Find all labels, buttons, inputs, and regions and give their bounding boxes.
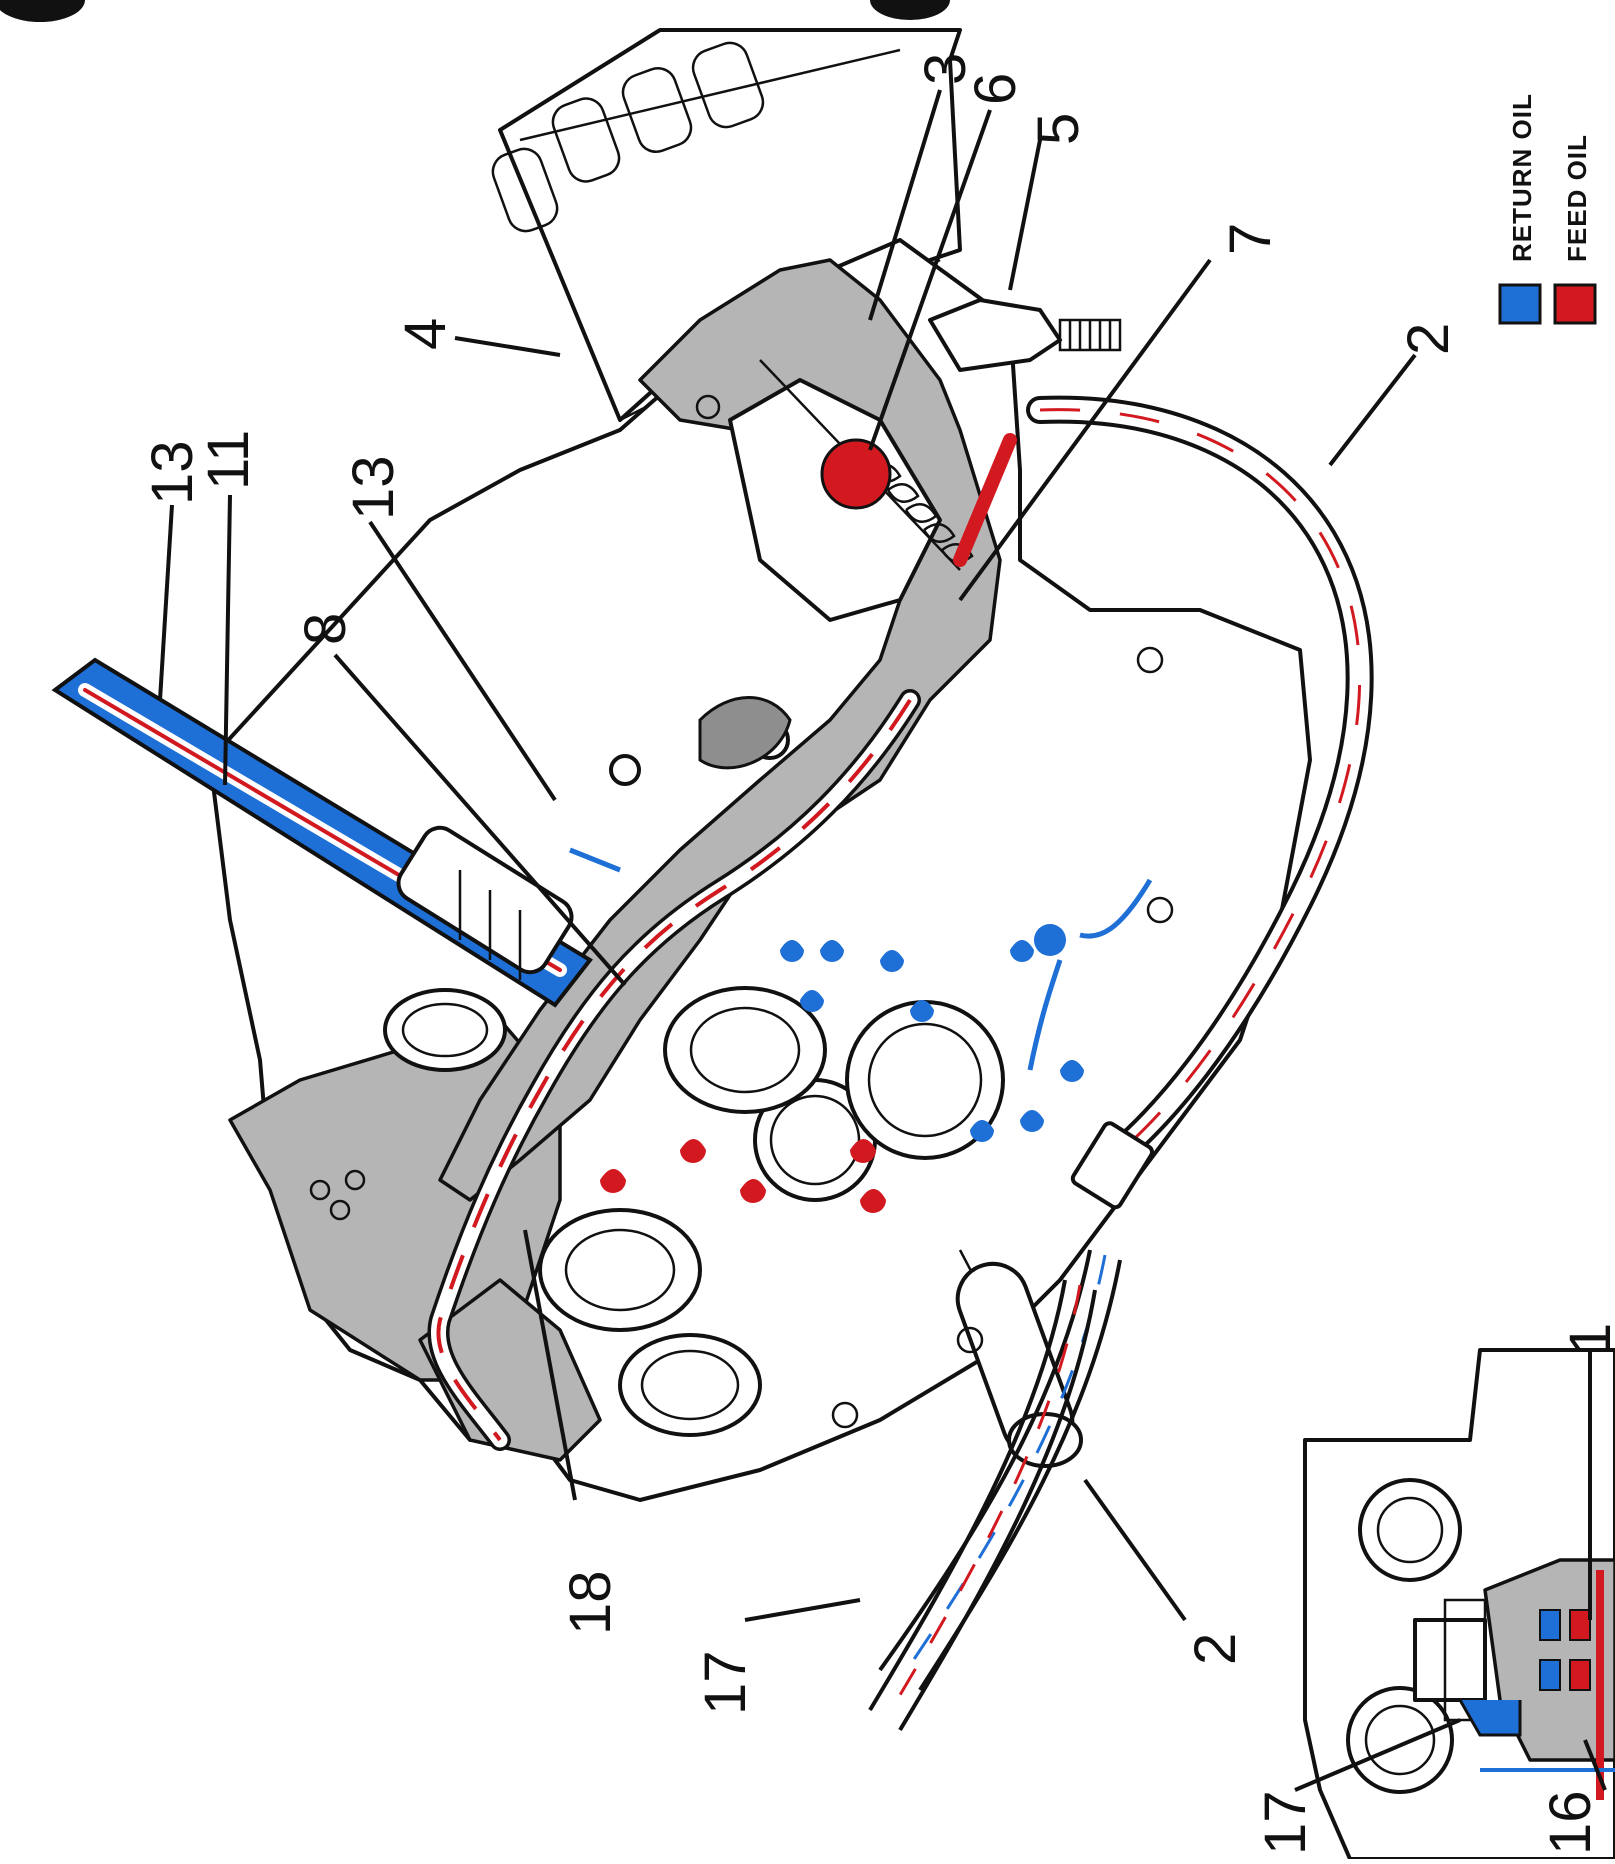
legend-swatch-feed [1553, 283, 1597, 325]
callout-3: 3 [913, 53, 978, 85]
relief-valve [759, 359, 1017, 571]
corner-marks [0, 0, 950, 22]
callout-4: 4 [393, 318, 458, 350]
castings-bosses [309, 646, 1174, 1437]
callout-6: 6 [963, 73, 1028, 105]
legend-item-return: RETURN OIL [1498, 93, 1542, 325]
pressure-sender [928, 298, 1122, 372]
callout-17-inset: 17 [1253, 1790, 1318, 1855]
legend: RETURN OIL FEED OIL [1498, 93, 1597, 325]
filter-ribs [491, 41, 765, 233]
callout-2-top: 2 [1396, 323, 1461, 355]
feed-oil-drops [600, 1139, 886, 1213]
callout-13-left: 13 [140, 440, 205, 505]
callout-5: 5 [1026, 113, 1091, 145]
callouts: 3 6 5 7 4 2 13 11 13 8 18 17 2 1 17 16 [140, 53, 1615, 1855]
inset-pump-section [1303, 1348, 1615, 1861]
callout-2-bottom: 2 [1183, 1633, 1248, 1665]
callout-11: 11 [196, 430, 261, 490]
lifter-tube [51, 657, 593, 1008]
callout-1: 1 [1558, 1323, 1615, 1355]
callout-18: 18 [558, 1570, 623, 1635]
legend-item-feed: FEED OIL [1553, 134, 1597, 325]
callout-7: 7 [1218, 223, 1283, 255]
legend-label-feed: FEED OIL [1562, 134, 1592, 262]
legend-label-return: RETURN OIL [1507, 93, 1537, 262]
callout-16: 16 [1538, 1790, 1603, 1855]
leader-lines [158, 89, 1607, 1792]
valve-spring [868, 463, 974, 563]
callout-8: 8 [293, 613, 358, 645]
feed-passage [427, 689, 921, 1451]
legend-swatch-return [1498, 283, 1542, 325]
callout-13-mid: 13 [341, 455, 406, 520]
oil-lines [868, 395, 1374, 1732]
gear-train [753, 1000, 1083, 1468]
callout-17-main: 17 [693, 1650, 758, 1715]
return-oil-drops [569, 847, 1153, 1142]
